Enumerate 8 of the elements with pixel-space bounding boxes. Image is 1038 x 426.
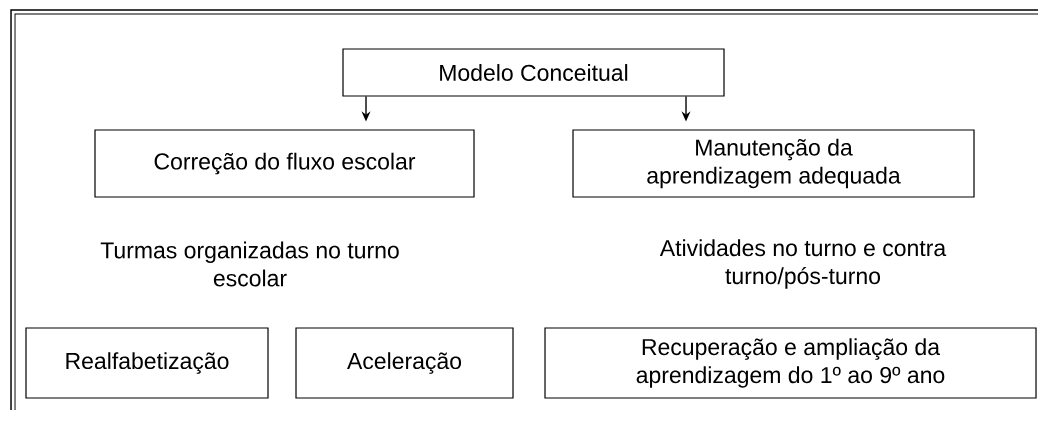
group-label: Atividades no turno e contra turno/pós-turno xyxy=(659,239,947,289)
process-box: Modelo Conceitual xyxy=(342,48,725,97)
process-box: Realfabetização xyxy=(25,327,269,399)
process-box: Correção do fluxo escolar xyxy=(94,129,475,198)
process-box: Manutenção da aprendizagem adequada xyxy=(572,129,975,198)
group-label: Turmas organizadas no turno escolar xyxy=(100,241,399,287)
process-box: Recuperação e ampliação da aprendizagem do 1º ao 9º ano xyxy=(544,327,1037,399)
process-box: Aceleração xyxy=(295,327,514,399)
